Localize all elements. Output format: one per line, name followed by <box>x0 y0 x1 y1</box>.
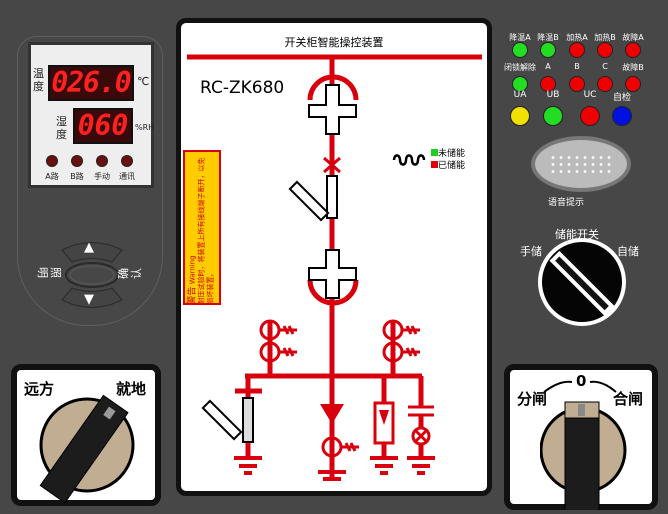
led-label: 降温A <box>509 33 531 42</box>
led-label: 闭锁解除 <box>504 63 536 72</box>
close-label: 合闸 <box>613 390 644 408</box>
led-label: UA <box>513 90 527 100</box>
left-control-pad <box>17 36 163 326</box>
disconnector <box>326 175 338 219</box>
led-label: 降温B <box>537 33 559 42</box>
indicator-label: B路 <box>70 172 84 181</box>
temp-label: 温度 <box>33 67 44 93</box>
indicator-led <box>96 155 108 167</box>
diagram-title: 开关柜智能操控装置 <box>284 36 384 49</box>
status-led <box>540 42 556 58</box>
status-led <box>612 106 632 126</box>
led-label: UB <box>546 90 560 100</box>
led-label: 加热B <box>594 33 616 42</box>
led-label: B <box>574 62 580 71</box>
status-led <box>543 106 563 126</box>
led-label: 故障B <box>622 63 644 72</box>
temp-unit: ℃ <box>137 75 150 88</box>
storage-knob[interactable] <box>536 236 628 328</box>
indicator-label: 手动 <box>94 172 110 181</box>
indicator-label: 通讯 <box>119 172 135 181</box>
zero-label: 0 <box>576 372 587 390</box>
led-label: UC <box>583 90 597 100</box>
status-led <box>597 42 613 58</box>
ground-icons <box>234 456 435 481</box>
led-label: C <box>602 62 608 71</box>
humidity-label: 湿度 <box>56 115 67 141</box>
status-led <box>540 76 556 92</box>
lower-plug-cross <box>308 249 357 299</box>
storage-switch-title: 储能开关 <box>555 228 599 241</box>
local-label: 就地 <box>116 380 147 398</box>
led-label: A <box>545 62 551 71</box>
indicator-led <box>121 155 133 167</box>
indicator-led <box>71 155 83 167</box>
status-led <box>625 42 641 58</box>
status-led <box>512 42 528 58</box>
status-led <box>597 76 613 92</box>
legend-charged: 已储能 <box>431 160 465 172</box>
upper-plug-cross <box>308 84 357 135</box>
down-button[interactable]: ▼ <box>84 292 94 307</box>
legend-uncharged: 未储能 <box>431 148 465 160</box>
upper-plug-arc <box>307 74 359 101</box>
breaker-x <box>323 156 341 174</box>
indicator-label: A路 <box>45 172 59 181</box>
voice-speaker <box>531 136 631 192</box>
voice-label: 语音提示 <box>548 198 585 208</box>
open-label: 分闸 <box>517 390 548 408</box>
led-label: 加热A <box>566 33 588 42</box>
temp-humidity-display: 温度 026.0 ℃ 湿度 060 %RH A路 B路 手动通讯 <box>28 42 154 188</box>
status-led <box>569 76 585 92</box>
led-label: 故障A <box>622 33 644 42</box>
ct-symbols <box>259 319 431 458</box>
earth-switch <box>288 180 330 222</box>
temp-value: 026.0 <box>48 65 134 101</box>
storage-manual-label: 手储 <box>520 245 542 258</box>
status-led <box>625 76 641 92</box>
up-button[interactable]: ▲ <box>84 240 94 255</box>
arrow-down-icon <box>320 404 344 424</box>
warning-label: 警告 Warning 耐压试验时，将装置上所有接线端子断开，以免损坏装置。 <box>183 150 221 305</box>
status-led <box>580 106 600 126</box>
status-led <box>510 106 530 126</box>
status-led <box>512 76 528 92</box>
humidity-unit: %RH <box>135 123 155 132</box>
model-label: RC-ZK680 <box>200 78 285 98</box>
remote-label: 远方 <box>24 380 55 398</box>
lower-plug-arc <box>307 279 359 306</box>
mode-knob[interactable] <box>25 385 145 503</box>
storage-auto-label: 自储 <box>617 245 639 258</box>
indicator-led <box>46 155 58 167</box>
storage-legend: 未储能 已储能 <box>431 148 465 172</box>
speaker-grille-icon <box>549 154 613 174</box>
spring-icon <box>392 154 426 166</box>
humidity-value: 060 <box>73 108 133 144</box>
led-label: 自检 <box>612 93 632 103</box>
status-led <box>569 42 585 58</box>
breaker-knob[interactable] <box>540 370 630 510</box>
